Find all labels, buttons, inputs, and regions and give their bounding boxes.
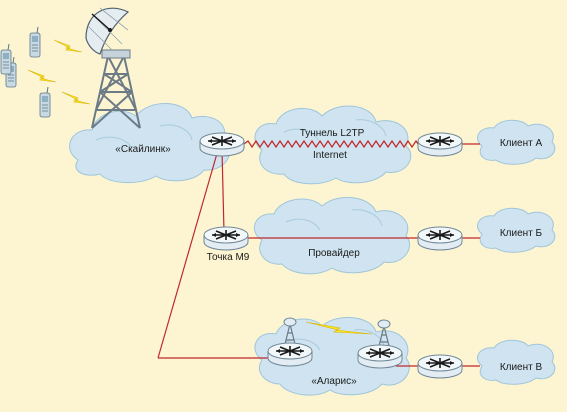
link-skylink-m9 <box>221 149 225 233</box>
label-client-a: Клиент А <box>500 138 543 149</box>
mobile-phone-icon <box>39 86 51 118</box>
router-point-m9-icon <box>203 226 249 251</box>
cloud-client-v <box>477 339 556 385</box>
label-internet: Internet <box>313 150 347 161</box>
cloud-client-b <box>477 207 556 253</box>
label-client-v: Клиент В <box>500 362 543 373</box>
router-client-v-icon <box>417 354 463 379</box>
lightning-bolt-icon <box>53 39 83 53</box>
label-point-m9: Точка М9 <box>207 252 250 263</box>
lightning-bolt-icon <box>61 91 91 105</box>
mobile-phone-icon <box>0 43 12 75</box>
label-provider: Провайдер <box>308 248 360 259</box>
radio-tower-icon <box>91 49 141 129</box>
label-client-b: Клиент Б <box>500 228 543 239</box>
cloud-provider <box>253 196 411 275</box>
lightning-bolt-icon <box>305 321 373 335</box>
label-alaris: «Аларис» <box>311 376 357 387</box>
link-tunnel-l2tp <box>243 139 429 149</box>
satellite-dish-icon <box>85 7 130 55</box>
cloud-client-a <box>477 119 556 165</box>
router-alaris-left-icon <box>267 342 313 367</box>
mobile-phone-icon <box>29 26 41 58</box>
router-client-a-icon <box>417 132 463 157</box>
router-alaris-right-icon <box>357 344 403 369</box>
router-skylink-icon <box>199 132 245 157</box>
label-tunnel-l2tp: Туннель L2TP <box>300 128 365 139</box>
links <box>157 139 480 367</box>
label-skylink: «Скайлинк» <box>115 144 171 155</box>
link-skylink-alaris <box>157 149 219 359</box>
router-client-b-icon <box>417 226 463 251</box>
lightning-bolt-icon <box>27 69 57 83</box>
